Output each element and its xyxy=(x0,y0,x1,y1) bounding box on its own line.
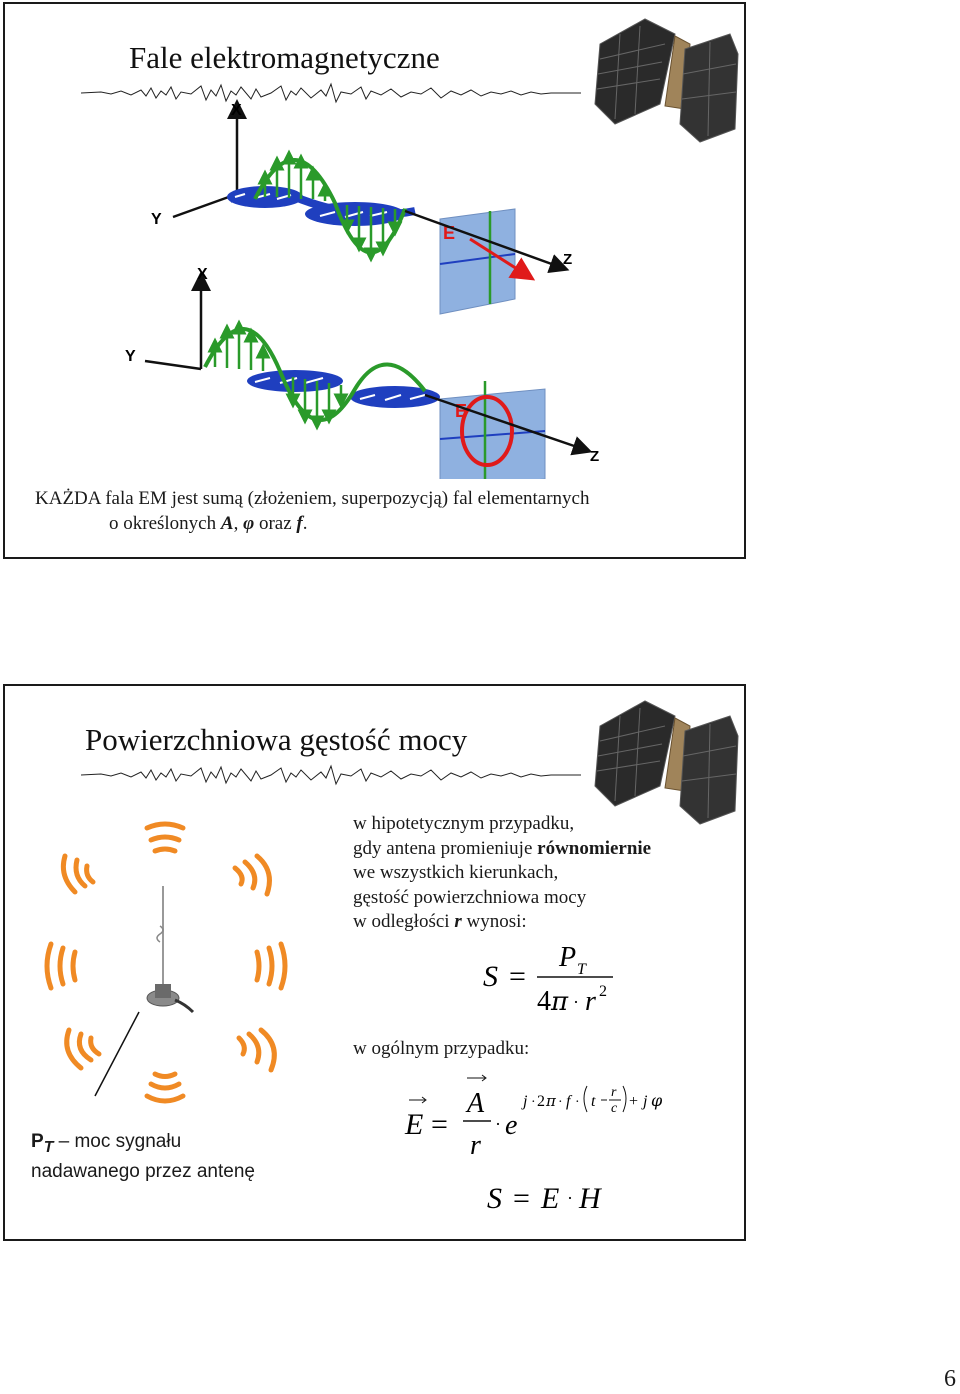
antenna-radiation-illustration xyxy=(44,821,288,1104)
svg-text:c: c xyxy=(611,1101,618,1116)
circular-polarization-diagram: X Y E Z xyxy=(125,266,599,479)
axis-y-label-2: Y xyxy=(125,348,136,365)
general-case-label: w ogólnym przypadku: xyxy=(353,1038,530,1059)
caption-line1: KAŻDA fala EM jest sumą (złożeniem, supe… xyxy=(35,488,590,509)
e-field-label-2: E xyxy=(455,401,467,421)
svg-text:S: S xyxy=(487,1182,502,1215)
svg-text:r: r xyxy=(470,1130,481,1161)
svg-text:·: · xyxy=(573,992,579,1012)
svg-text:π: π xyxy=(550,987,569,1016)
noise-divider-2 xyxy=(81,764,581,786)
svg-text:φ: φ xyxy=(651,1091,663,1110)
svg-text:T: T xyxy=(577,961,587,978)
svg-text:S: S xyxy=(483,960,498,993)
svg-text:=: = xyxy=(509,960,526,993)
satellite-image xyxy=(594,18,739,143)
svg-text:j: j xyxy=(641,1093,648,1110)
svg-text:A: A xyxy=(465,1088,485,1119)
page-number: 6 xyxy=(944,1366,956,1392)
svg-text:·: · xyxy=(558,1095,563,1110)
svg-text:=: = xyxy=(431,1108,448,1141)
em-wave-diagram: X Y xyxy=(125,99,599,479)
svg-text:t: t xyxy=(591,1093,596,1110)
svg-text:·: · xyxy=(567,1188,573,1208)
svg-text:·: · xyxy=(575,1095,580,1110)
svg-text:f: f xyxy=(566,1093,573,1110)
satellite-image-2 xyxy=(594,700,739,825)
svg-text:4: 4 xyxy=(537,986,551,1016)
svg-text:+: + xyxy=(629,1093,638,1110)
pt-caption: PT – moc sygnału nadawanego przez antenę xyxy=(31,1131,255,1182)
svg-text:j: j xyxy=(521,1093,528,1110)
axis-y-label: Y xyxy=(151,211,162,228)
equation-poynting: S = E · H xyxy=(487,1182,603,1215)
svg-text:E: E xyxy=(404,1108,423,1141)
svg-text:=: = xyxy=(513,1182,530,1215)
axis-x-label: X xyxy=(231,102,242,119)
svg-text:π: π xyxy=(545,1092,557,1110)
svg-text:H: H xyxy=(578,1182,603,1215)
equation-general-field: E = A r · e j · 2 π · f · t r c + j φ xyxy=(404,1074,663,1161)
caption-line2: o określonych A, φ oraz f. xyxy=(109,513,308,534)
slide-power-density: Powierzchniowa gęstość mocy xyxy=(3,684,746,1241)
axis-x-label-2: X xyxy=(197,266,208,283)
svg-text:2: 2 xyxy=(599,983,607,1000)
slide-em-waves: Fale elektromagnetyczne xyxy=(3,2,746,559)
axis-z-label-2: Z xyxy=(590,448,599,465)
svg-text:r: r xyxy=(585,986,596,1016)
svg-text:e: e xyxy=(505,1110,517,1141)
slide-title-2: Powierzchniowa gęstość mocy xyxy=(85,722,468,757)
equation-isotropic: S = P T 4 π · r 2 xyxy=(483,942,613,1016)
axis-z-label: Z xyxy=(563,251,572,268)
svg-text:·: · xyxy=(531,1095,536,1110)
linear-polarization-diagram: X Y xyxy=(151,99,572,315)
svg-text:2: 2 xyxy=(537,1093,545,1110)
noise-divider xyxy=(81,82,581,104)
svg-text:P: P xyxy=(558,942,576,973)
svg-text:·: · xyxy=(495,1114,501,1134)
svg-text:r: r xyxy=(611,1085,617,1100)
slide1-caption: KAŻDA fala EM jest sumą (złożeniem, supe… xyxy=(35,486,589,536)
power-density-text: w hipotetycznym przypadku, gdy antena pr… xyxy=(353,813,652,933)
slide-title: Fale elektromagnetyczne xyxy=(129,40,440,75)
svg-text:E: E xyxy=(540,1182,559,1215)
